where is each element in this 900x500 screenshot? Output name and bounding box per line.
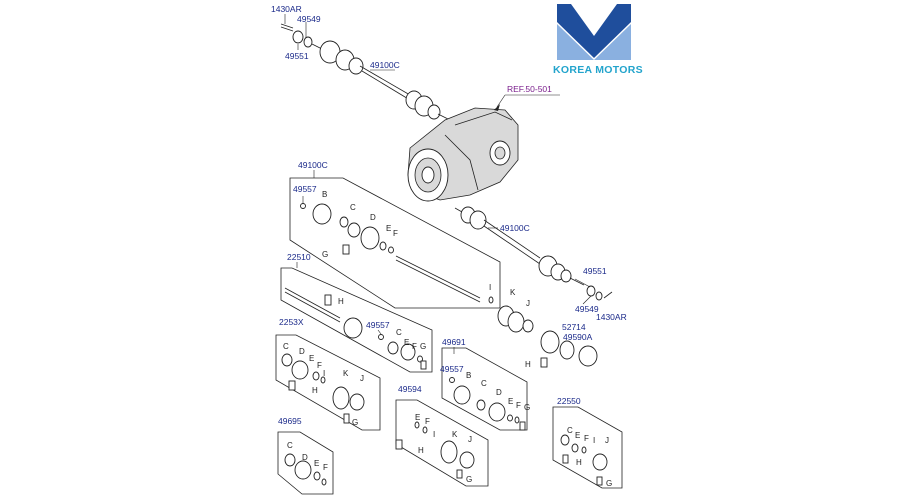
outer-joint-upper [488,296,598,368]
callout-f: F [393,229,398,238]
callout-b-49691: B [466,371,471,380]
callout-g-49691: G [524,403,530,412]
label-1430ar-right: 1430AR [596,312,627,322]
differential-housing [407,107,519,202]
callout-f-49691: F [516,401,521,410]
callout-j: J [526,299,530,308]
label-22510: 22510 [287,252,311,262]
joint-22550 [560,434,608,486]
callout-b: B [322,190,327,199]
callout-g-22510: G [420,342,426,351]
callout-g-49594: G [466,475,472,484]
callout-f-49695: F [323,463,328,472]
callout-c-22550: C [567,426,573,435]
callout-i-49594: I [433,430,435,439]
label-49549-right: 49549 [575,304,599,314]
callout-d-49691: D [496,388,502,397]
callout-c-49695: C [287,441,293,450]
callout-k-2253x: K [343,369,349,378]
label-52714: 52714 [562,322,586,332]
label-49691: 49691 [442,337,466,347]
joint-49695 [284,453,327,486]
korea-motors-logo: KOREA MOTORS [553,4,643,76]
letter-callouts: B C D E F G I K J H H C E F G C D E F I … [283,190,612,488]
brand-name: KOREA MOTORS [553,64,643,76]
kit-box-2253x [275,334,381,431]
callout-h-49594: H [418,446,424,455]
logo-right-light [594,24,631,60]
callout-j-22550: J [605,436,609,445]
callout-i-2253x: I [323,369,325,378]
callout-d-2253x: D [299,347,305,356]
label-49695: 49695 [278,416,302,426]
callout-c-49691: C [481,379,487,388]
kit-box-49100c [289,177,501,309]
callout-c-22510: C [396,328,402,337]
callout-c-2253x: C [283,342,289,351]
callout-j-49594: J [468,435,472,444]
callout-g-2253x: G [352,418,358,427]
label-49551-top: 49551 [285,51,309,61]
callout-e-49695: E [314,459,319,468]
logo-left-light [557,24,594,60]
leader-lines [284,14,592,354]
ref-label: REF.50-501 [507,84,552,94]
label-2253x: 2253X [279,317,304,327]
callout-g: G [322,250,328,259]
label-49594: 49594 [398,384,422,394]
joint-2253x [281,353,365,424]
callout-e-49691: E [508,397,513,406]
label-49100c-box: 49100C [298,160,328,170]
kit-box-49695 [277,431,334,495]
right-drive-shaft [454,206,613,301]
callout-g-22550: G [606,479,612,488]
callout-h: H [525,360,531,369]
logo-left-wing [557,4,594,58]
callout-i: I [489,283,491,292]
callout-e-22510: E [404,338,409,347]
callout-h-2253x: H [312,386,318,395]
inner-joint-upper [300,203,481,303]
kit-box-22510 [280,267,433,373]
label-49551-right: 49551 [583,266,607,276]
callout-d-49695: D [302,453,308,462]
kit-box-22550 [552,406,623,489]
label-49557-lower: 49557 [440,364,464,374]
callout-h-22510: H [338,297,344,306]
label-49590a: 49590A [563,332,593,342]
callout-i-22550: I [593,436,595,445]
label-49549-top: 49549 [297,14,321,24]
logo-right-wing [594,4,631,58]
label-22550: 22550 [557,396,581,406]
callout-e-22550: E [575,431,580,440]
callout-k: K [510,288,516,297]
label-49557-mid: 49557 [366,320,390,330]
kit-box-49594 [395,399,489,487]
callout-e-49594: E [415,413,420,422]
joint-49594 [395,421,475,479]
callout-f-22550: F [584,434,589,443]
label-49100c-top: 49100C [370,60,400,70]
callout-j-2253x: J [360,374,364,383]
callout-f-49594: F [425,417,430,426]
callout-c: C [350,203,356,212]
joint-49691 [449,377,526,431]
callout-h-22550: H [576,458,582,467]
shaft-22510 [284,287,427,370]
callout-k-49594: K [452,430,458,439]
kit-box-49691 [441,347,528,431]
callout-f-22510: F [412,342,417,351]
top-drive-shaft [280,23,451,121]
callout-e-2253x: E [309,354,314,363]
callout-d: D [370,213,376,222]
label-49100c-right: 49100C [500,223,530,233]
label-49557-upper: 49557 [293,184,317,194]
callout-f-2253x: F [317,361,322,370]
label-1430ar-top: 1430AR [271,4,302,14]
callout-e: E [386,224,391,233]
